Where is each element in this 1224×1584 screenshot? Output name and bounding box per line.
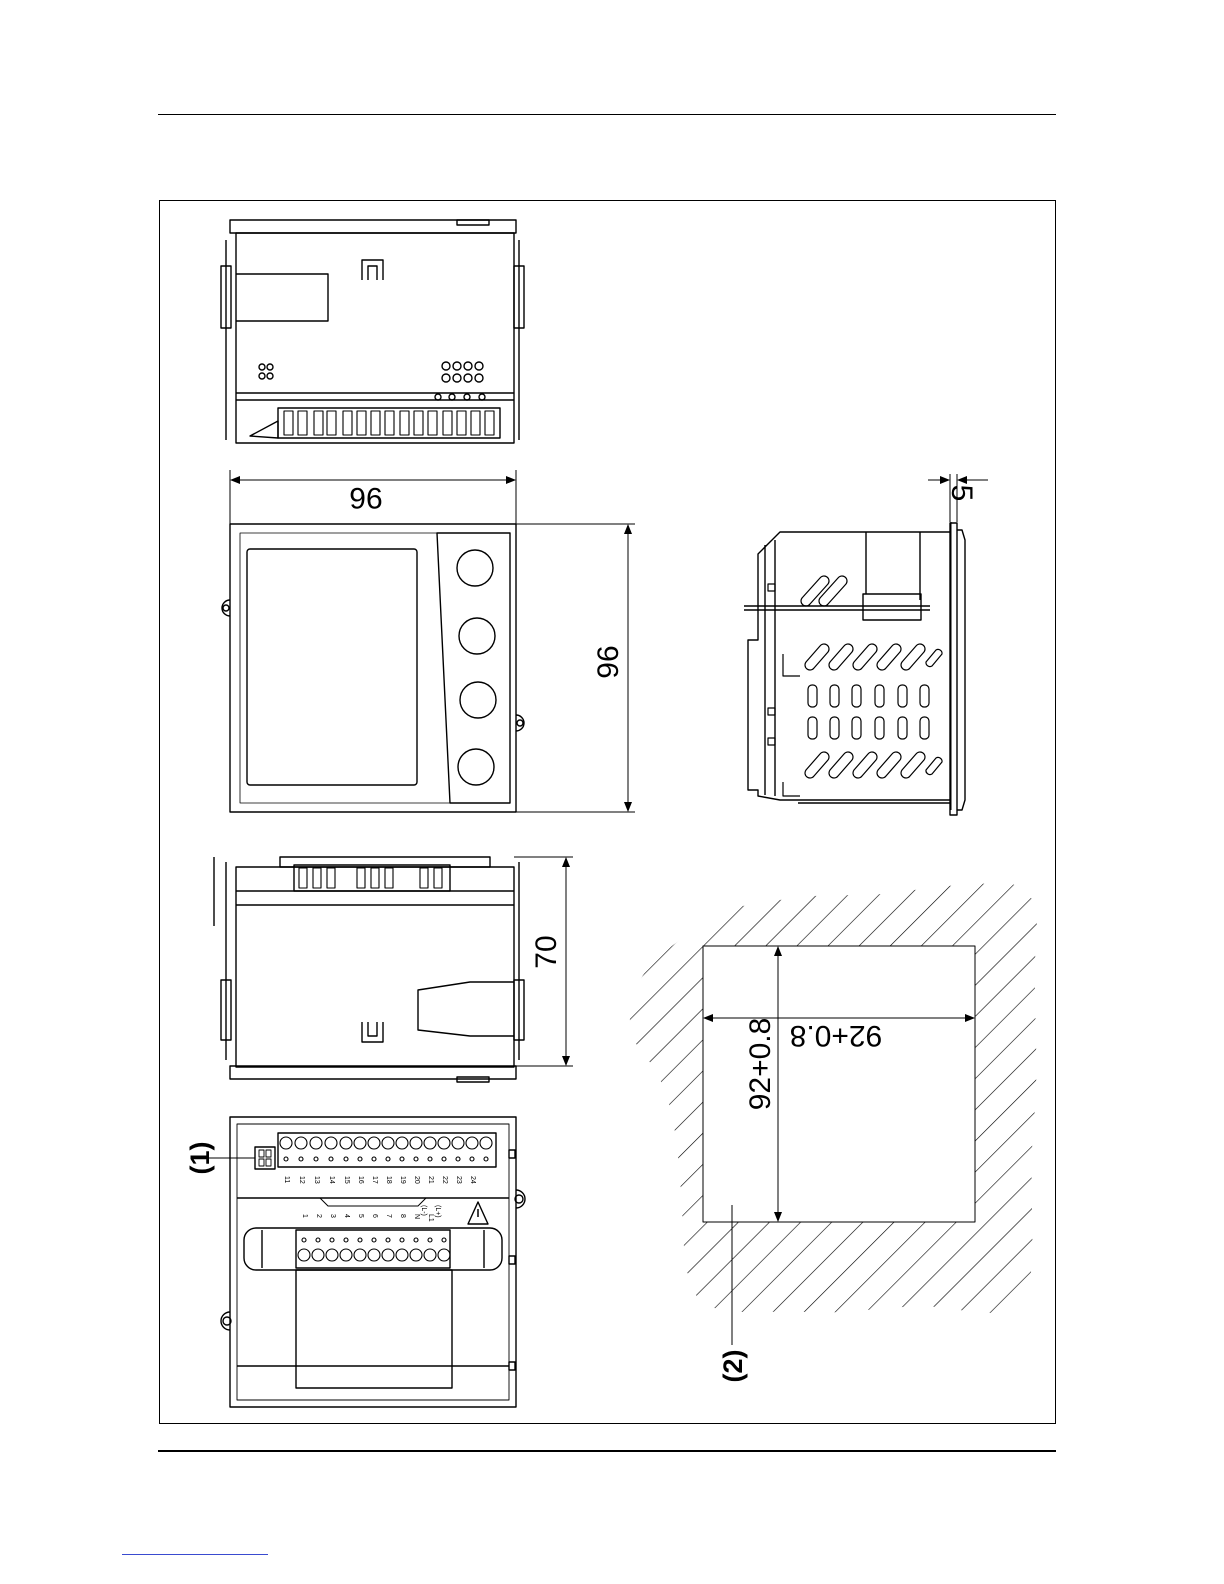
terminal-label: 3 <box>329 1214 336 1218</box>
depth-dimension: 70 <box>514 857 573 1066</box>
terminal-label: 17 <box>371 1176 378 1184</box>
depth-dimension-label: 70 <box>530 935 563 968</box>
height-dimension-label: 96 <box>592 645 625 678</box>
connector-port <box>255 1147 275 1169</box>
terminal-label: (L-) <box>420 1205 427 1216</box>
terminal-label: 13 <box>313 1176 320 1184</box>
panel-callout: (2) <box>718 1350 748 1383</box>
led-cluster <box>442 362 483 382</box>
terminal-label: 6 <box>371 1214 378 1218</box>
terminal-label: 4 <box>343 1214 350 1218</box>
width-dimension-label: 96 <box>349 481 382 514</box>
front-keys <box>457 550 496 785</box>
connector-callout: (1) <box>185 1142 215 1175</box>
round-button-icon <box>460 682 496 718</box>
terminal-label: 2 <box>315 1214 322 1218</box>
terminal-label: 5 <box>357 1214 364 1218</box>
terminal-label: 21 <box>427 1176 434 1184</box>
panel-cutout: 92+0.8 92+0.8 <box>630 883 1037 1345</box>
panel-thickness-label: 5 <box>945 485 978 502</box>
terminal-label: 11 <box>283 1176 290 1183</box>
cutout-height-label: 92+0.8 <box>744 1018 777 1111</box>
panel-thickness-dimension: 5 <box>928 474 988 522</box>
rear-view: 11 12 13 14 15 16 17 18 19 20 21 22 23 2… <box>207 1117 525 1407</box>
terminal-label: 12 <box>298 1176 305 1184</box>
lower-terminal-labels: 1 2 3 4 5 6 7 8 N (L-) L1 (L+) <box>301 1205 441 1222</box>
terminal-label: 14 <box>328 1176 335 1184</box>
terminal-label: 16 <box>357 1176 364 1184</box>
width-dimension: 96 <box>230 470 516 525</box>
front-view <box>222 524 524 812</box>
round-button-icon <box>459 618 495 654</box>
terminal-label: (L+) <box>434 1205 441 1218</box>
terminal-label: 18 <box>385 1176 392 1184</box>
terminal-label: L1 <box>427 1214 434 1222</box>
terminal-label: 1 <box>301 1214 308 1218</box>
height-dimension: 96 <box>516 524 635 812</box>
terminal-label: 8 <box>399 1214 406 1218</box>
terminal-label: 15 <box>343 1176 350 1184</box>
side-view <box>744 522 965 815</box>
upper-terminal-labels: 11 12 13 14 15 16 17 18 19 20 21 22 23 2… <box>283 1176 476 1184</box>
terminal-label: N <box>413 1214 420 1219</box>
terminal-label: 20 <box>413 1176 420 1184</box>
terminal-label: 7 <box>385 1214 392 1218</box>
bottom-view <box>214 857 524 1082</box>
round-button-icon <box>457 550 493 586</box>
top-view <box>221 220 524 443</box>
terminal-label: 23 <box>455 1176 462 1184</box>
lower-terminal-row <box>298 1238 450 1261</box>
upper-terminal-row <box>280 1137 492 1161</box>
cutout-width-label: 92+0.8 <box>790 1019 883 1052</box>
terminal-label: 24 <box>469 1176 476 1184</box>
terminal-label: 19 <box>399 1176 406 1184</box>
round-button-icon <box>458 749 494 785</box>
terminal-label: 22 <box>441 1176 448 1184</box>
